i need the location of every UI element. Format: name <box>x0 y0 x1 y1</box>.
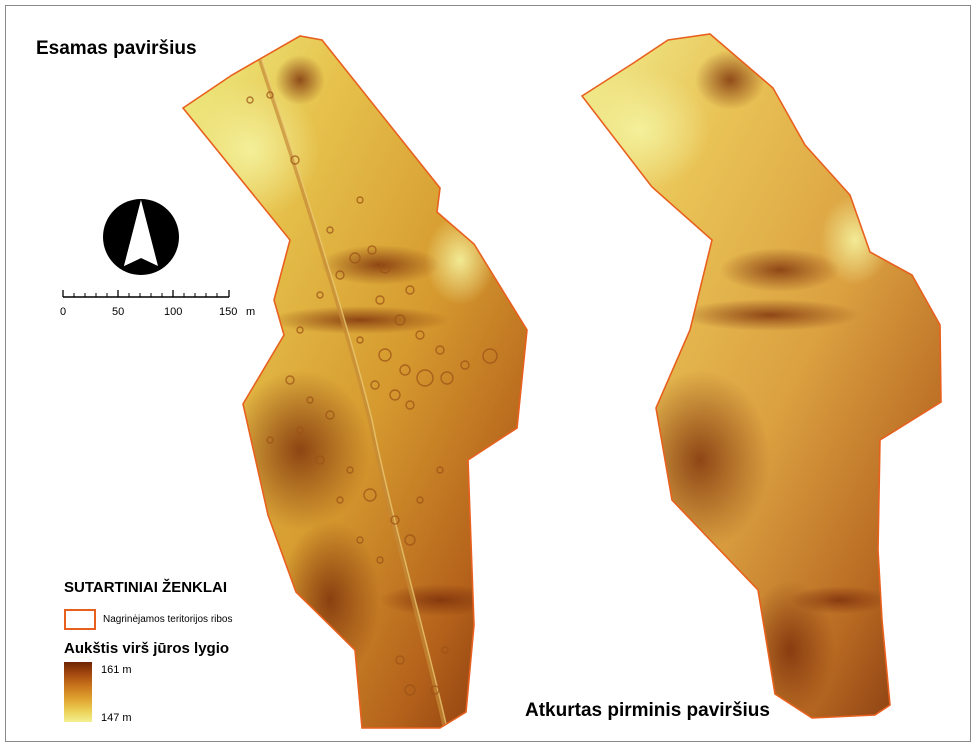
reconstructed-surface-map <box>580 33 942 719</box>
legend-boundary-label: Nagrinėjamos teritorijos ribos <box>103 614 233 625</box>
existing-surface-map <box>181 35 528 729</box>
scale-label-100: 100 <box>164 306 183 318</box>
legend-elevation-ramp <box>64 662 92 722</box>
legend-elevation-min: 147 m <box>101 712 132 724</box>
scale-bar <box>62 290 230 298</box>
scale-label-50: 50 <box>112 306 125 318</box>
scale-label-150: 150 <box>219 306 238 318</box>
legend-boundary-swatch <box>64 609 96 630</box>
existing-surface-title: Esamas paviršius <box>36 38 197 59</box>
legend-title: SUTARTINIAI ŽENKLAI <box>64 579 228 596</box>
reconstructed-surface-title: Atkurtas pirminis paviršius <box>525 700 770 721</box>
existing-boundary <box>181 35 528 729</box>
reconstructed-boundary <box>580 33 942 719</box>
scale-label-0: 0 <box>60 306 67 318</box>
legend-elevation-max: 161 m <box>101 664 132 676</box>
legend-elevation-title: Aukštis virš jūros lygio <box>64 640 230 657</box>
scale-unit: m <box>246 306 256 318</box>
north-arrow-icon <box>103 199 179 275</box>
